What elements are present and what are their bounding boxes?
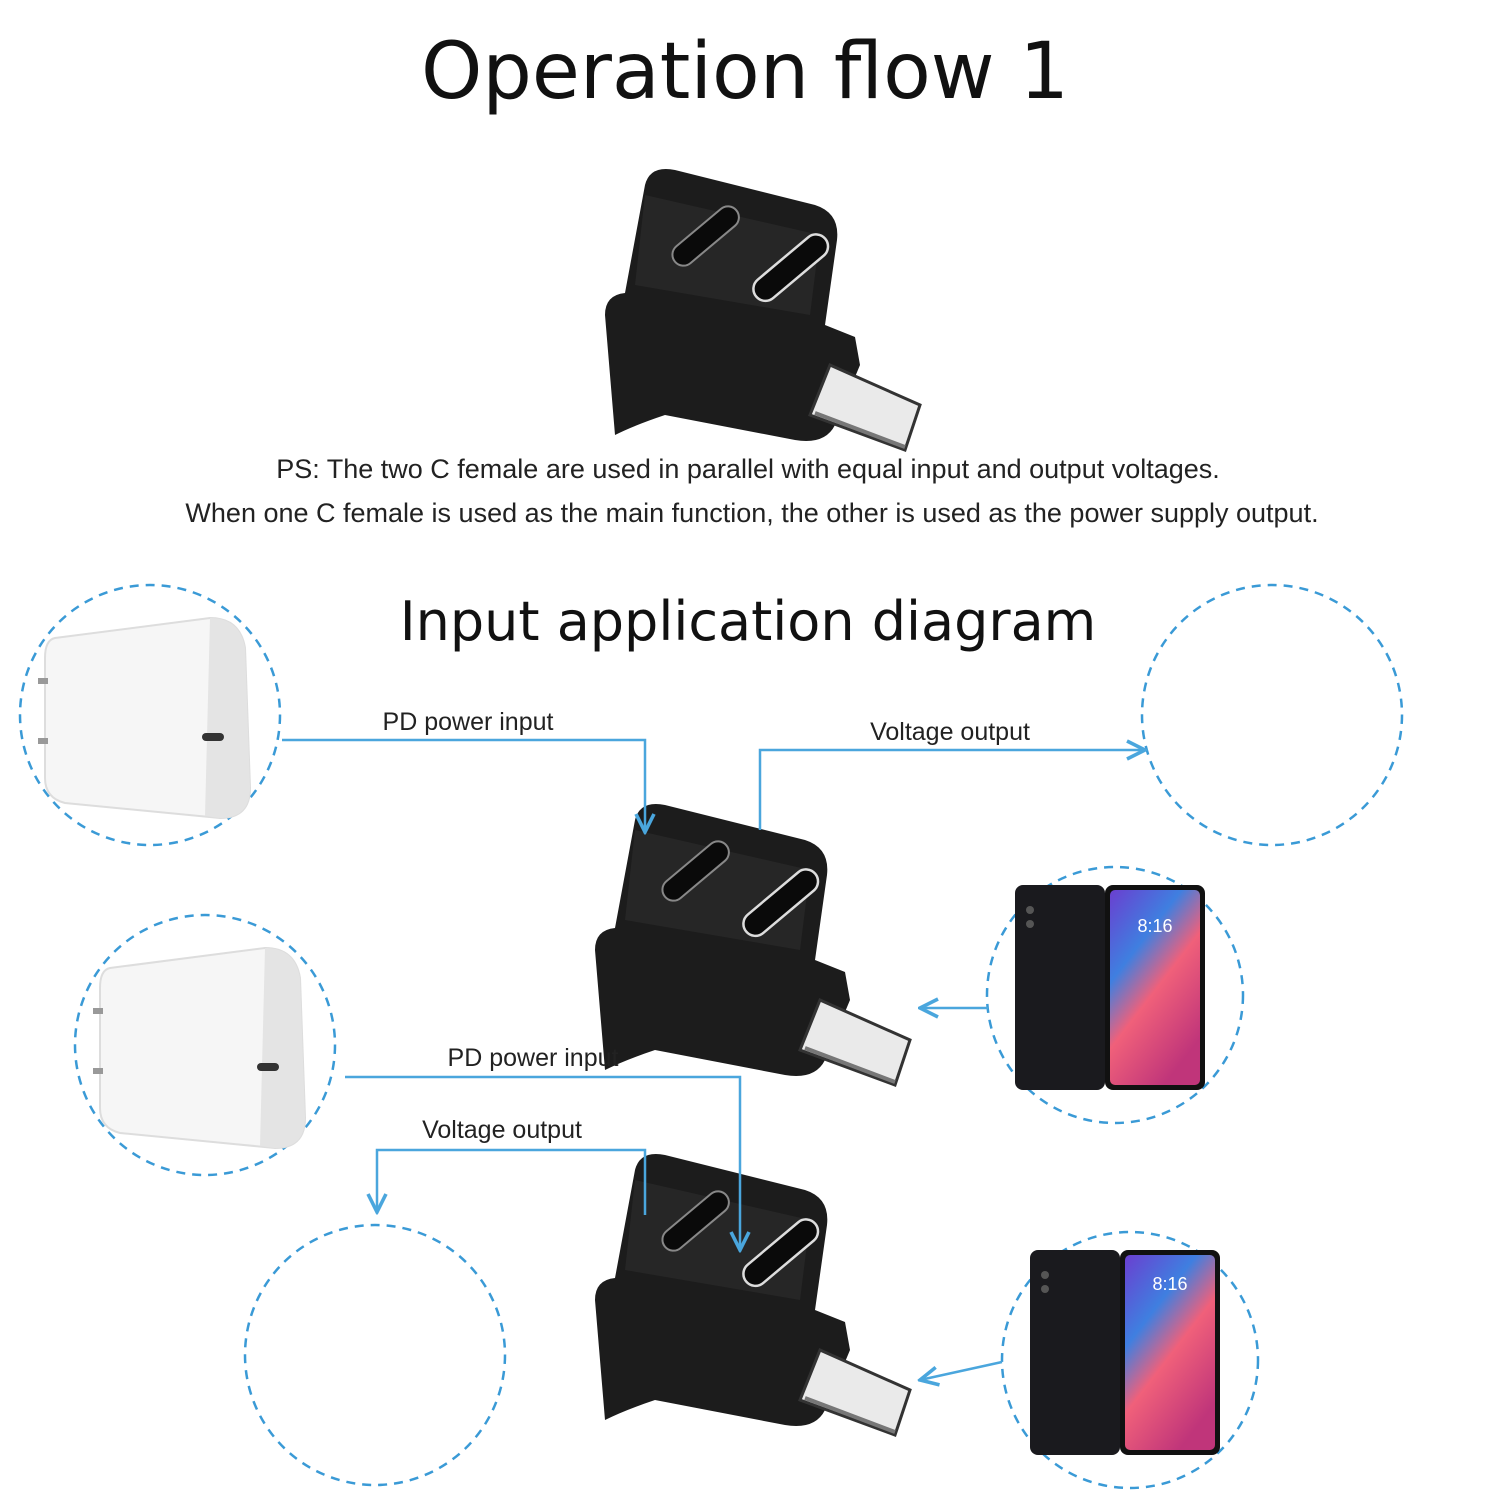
- voltage-output-wire-2: [377, 1148, 647, 1215]
- pd-input-wire-1: [282, 738, 645, 832]
- gamepad-circle-1: [1140, 583, 1404, 847]
- page-title: Operation flow 1: [421, 27, 1069, 117]
- voltage-output-wire-1: [758, 750, 1145, 830]
- phone-clock-1: 8:16: [1137, 916, 1172, 936]
- pd-input-label-2: PD power input: [448, 1044, 619, 1072]
- adapter-image: [603, 167, 922, 452]
- adapter-image-3: [593, 1152, 912, 1437]
- charger-circle-1: [18, 583, 282, 847]
- gamepad-circle-2: [243, 1223, 507, 1487]
- pd-input-wire-2: [345, 1075, 740, 1250]
- phone-circle-2: 8:16: [1000, 1230, 1260, 1490]
- phone-clock-2: 8:16: [1152, 1274, 1187, 1294]
- note-line-1: PS: The two C female are used in paralle…: [276, 454, 1220, 484]
- voltage-output-label-2: Voltage output: [422, 1116, 582, 1144]
- adapter-image-2: [593, 802, 912, 1087]
- pd-input-label-1: PD power input: [383, 708, 554, 736]
- note-line-2: When one C female is used as the main fu…: [185, 498, 1318, 528]
- charger-circle-2: [73, 913, 337, 1177]
- phone-circle-1: 8:16: [985, 865, 1245, 1125]
- phone-wire-2: [920, 1360, 1003, 1380]
- voltage-output-label-1: Voltage output: [870, 718, 1030, 746]
- diagram-title: Input application diagram: [400, 590, 1097, 653]
